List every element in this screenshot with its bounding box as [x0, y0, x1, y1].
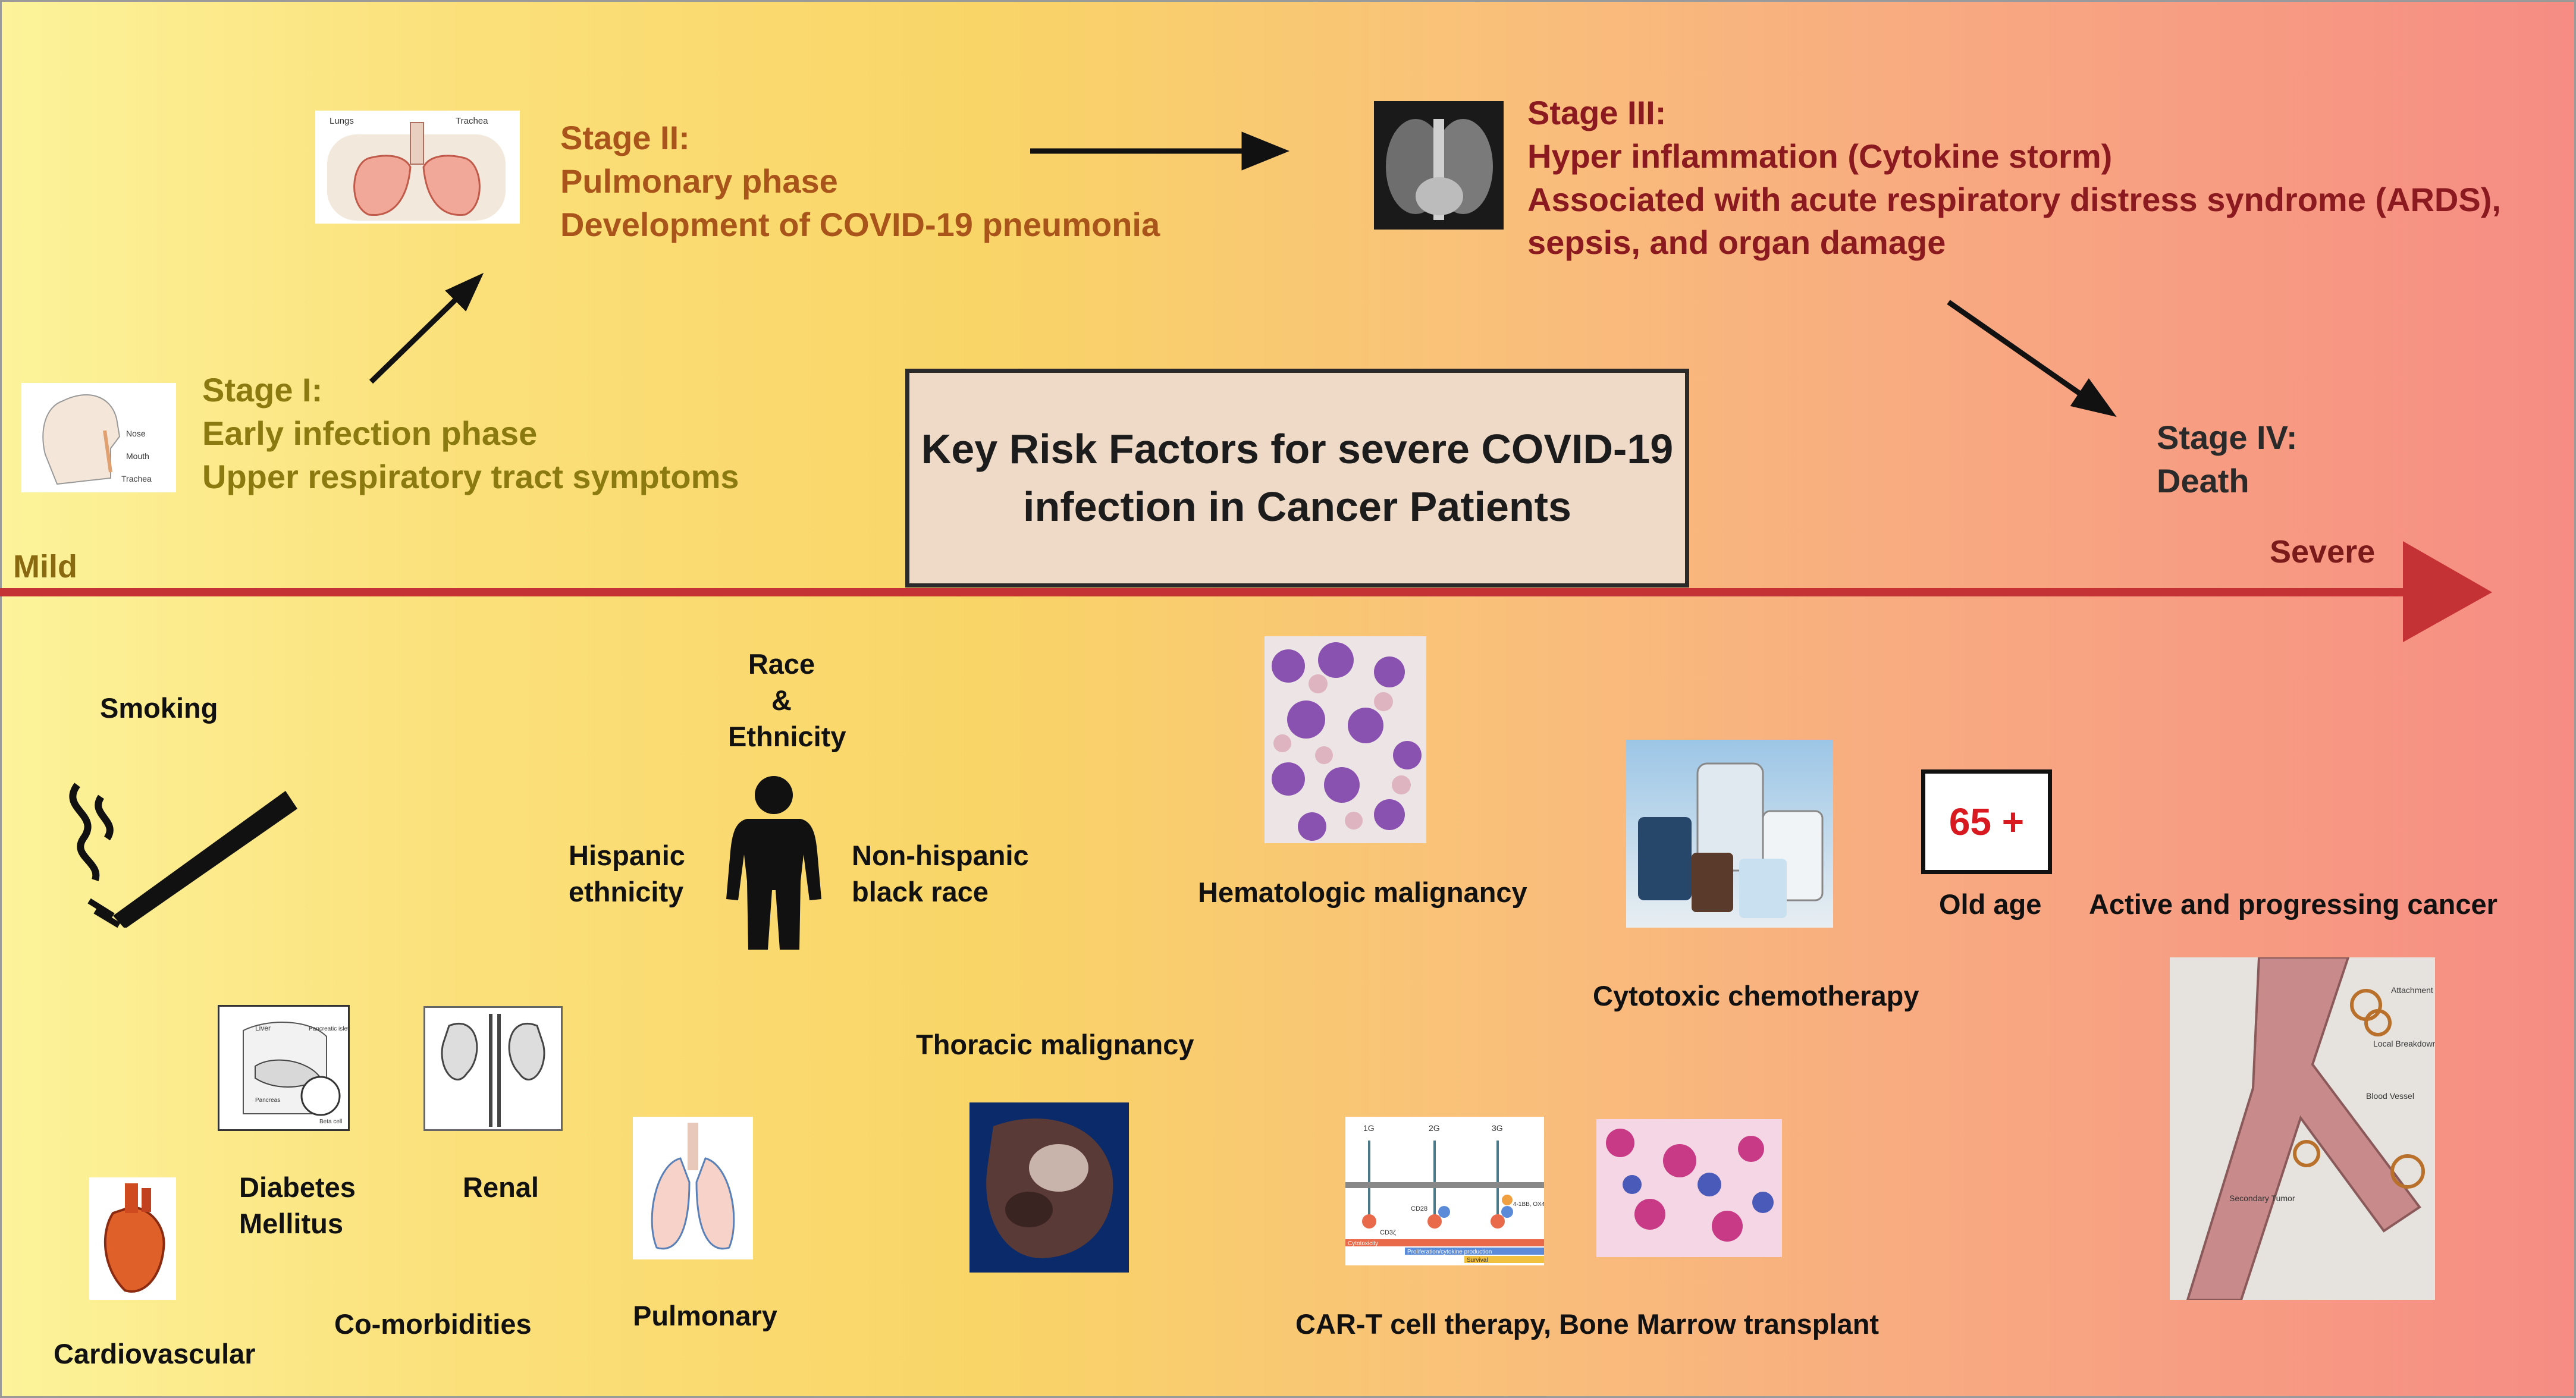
- stage-3-title: Stage III:: [1527, 94, 1667, 131]
- race-line3: Ethnicity: [728, 721, 846, 753]
- bar-proliferation: Proliferation/cytokine production: [1407, 1249, 1492, 1255]
- arrow-stage3-to-stage4-head: [2070, 378, 2117, 417]
- black-race-label: Non-hispanic black race: [852, 837, 1029, 910]
- head-airway-image: Nose Mouth Trachea: [21, 383, 176, 492]
- stage-2-title: Stage II:: [560, 119, 690, 156]
- stage-2-text: Stage II: Pulmonary phase Development of…: [560, 117, 1160, 246]
- age-65-badge: 65 +: [1921, 769, 2052, 874]
- title-line2: infection in Cancer Patients: [1023, 483, 1571, 530]
- key-risk-factors-title-box: Key Risk Factors for severe COVID-19 inf…: [905, 369, 1689, 588]
- mild-label: Mild: [13, 549, 77, 585]
- diabetes-line2: Mellitus: [239, 1208, 343, 1240]
- comorbidities-label: Co-morbidities: [334, 1308, 532, 1340]
- stage-1-title: Stage I:: [202, 371, 323, 409]
- stage-2-line1: Pulmonary phase: [560, 162, 838, 200]
- active-cancer-label: Active and progressing cancer: [2089, 888, 2497, 920]
- cart-label: CAR-T cell therapy, Bone Marrow transpla…: [1295, 1308, 1880, 1340]
- bone-marrow-image: [1596, 1119, 1782, 1257]
- blood-smear-image: [1265, 636, 1426, 843]
- stage-4-line1: Death: [2157, 461, 2249, 499]
- blood-vessel-label: Blood Vessel: [2366, 1091, 2414, 1101]
- stage-4-title: Stage IV:: [2157, 419, 2298, 456]
- gen-1g-label: 1G: [1363, 1123, 1375, 1133]
- liver-label: Liver: [255, 1024, 271, 1032]
- title-line1: Key Risk Factors for severe COVID-19: [921, 426, 1674, 473]
- renal-label: Renal: [463, 1171, 539, 1203]
- bar-cytotoxicity: Cytotoxicity: [1348, 1240, 1378, 1247]
- stage-3-line2: Associated with acute respiratory distre…: [1527, 180, 2501, 218]
- attachment-label: Attachment: [2391, 985, 2433, 995]
- pulmonary-label: Pulmonary: [633, 1300, 777, 1331]
- arrow-stage1-to-stage2-head: [445, 272, 484, 312]
- local-breakdown-label: Local Breakdown: [2373, 1039, 2435, 1048]
- beta-cell-label: Beta cell: [319, 1119, 342, 1125]
- gen-3g-label: 3G: [1492, 1123, 1503, 1133]
- arrow-stage2-to-stage3-head: [1241, 131, 1289, 171]
- costim-label: 4-1BB, OX40: [1513, 1201, 1544, 1208]
- pancreas-image: Liver Pancreatic islet Pancreas Beta cel…: [218, 1005, 350, 1131]
- mouth-label: Mouth: [126, 451, 149, 461]
- timeline-arrow-head: [2403, 541, 2492, 642]
- lungs-label: Lungs: [330, 116, 354, 126]
- stage-1-line2: Upper respiratory tract symptoms: [202, 457, 739, 495]
- nose-label: Nose: [126, 429, 146, 438]
- metastasis-image: Attachment Local Breakdown Blood Vessel …: [2170, 957, 2435, 1300]
- cd28-label: CD28: [1411, 1205, 1427, 1212]
- pancreas-label: Pancreas: [255, 1097, 280, 1104]
- stage-3-line3: sepsis, and organ damage: [1527, 224, 1946, 262]
- stage-2-line2: Development of COVID-19 pneumonia: [560, 205, 1160, 243]
- hispanic-line2: ethnicity: [569, 876, 684, 908]
- pulmonary-lungs-image: [633, 1117, 753, 1259]
- chemotherapy-vials-image: [1626, 740, 1833, 928]
- bar-survival: Survival: [1467, 1257, 1488, 1264]
- severe-label: Severe: [2270, 534, 2376, 570]
- arrow-stage1-to-stage2: [369, 295, 460, 384]
- arrow-stage3-to-stage4: [1947, 300, 2084, 397]
- gen-2g-label: 2G: [1429, 1123, 1440, 1133]
- diabetes-label: Diabetes Mellitus: [239, 1169, 356, 1242]
- smoking-label: Smoking: [100, 692, 218, 724]
- old-age-label: Old age: [1939, 888, 2042, 920]
- black-line2: black race: [852, 876, 989, 908]
- diabetes-line1: Diabetes: [239, 1171, 356, 1203]
- thoracic-label: Thoracic malignancy: [916, 1029, 1194, 1060]
- lung-tumor-image: [969, 1102, 1129, 1273]
- car-t-generations-image: 1G 2G 3G CD3ζ CD28 4-1BB, OX40 Cytotoxic…: [1345, 1117, 1548, 1265]
- stage-3-line1: Hyper inflammation (Cytokine storm): [1527, 137, 2113, 175]
- race-ethnicity-label: Race & Ethnicity: [728, 646, 846, 755]
- race-line2: &: [771, 684, 792, 717]
- cd3-label: CD3ζ: [1380, 1229, 1396, 1236]
- heart-image: [89, 1177, 176, 1300]
- stage-1-text: Stage I: Early infection phase Upper res…: [202, 369, 739, 498]
- stage-3-text: Stage III: Hyper inflammation (Cytokine …: [1527, 92, 2501, 265]
- islet-label: Pancreatic islet: [309, 1026, 348, 1032]
- hispanic-label: Hispanic ethnicity: [569, 837, 685, 910]
- kidney-image: [423, 1006, 563, 1131]
- trachea-label: Trachea: [121, 474, 152, 483]
- secondary-tumor-label: Secondary Tumor: [2229, 1193, 2295, 1203]
- black-line1: Non-hispanic: [852, 840, 1029, 871]
- trachea-label-top: Trachea: [456, 116, 488, 126]
- stage-4-text: Stage IV: Death: [2157, 416, 2298, 503]
- cytotoxic-label: Cytotoxic chemotherapy: [1593, 980, 1919, 1011]
- stage-1-line1: Early infection phase: [202, 414, 538, 452]
- race-line1: Race: [748, 648, 815, 680]
- cigarette-icon: [69, 783, 297, 928]
- hispanic-line1: Hispanic: [569, 840, 685, 871]
- human-silhouette-icon: [726, 776, 821, 950]
- chest-xray-image: [1374, 101, 1504, 230]
- hematologic-label: Hematologic malignancy: [1198, 877, 1527, 908]
- cardiovascular-label: Cardiovascular: [54, 1338, 256, 1369]
- lungs-image: Lungs Trachea: [315, 111, 520, 224]
